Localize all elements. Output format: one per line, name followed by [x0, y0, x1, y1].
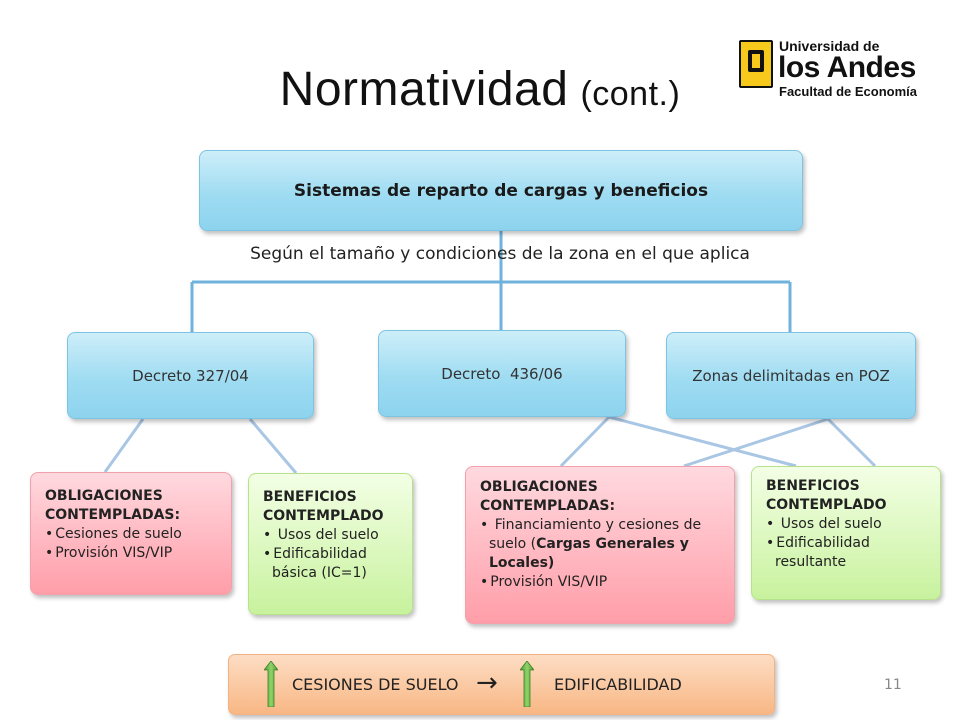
title-suffix: (cont.) [580, 75, 681, 113]
logo-line-2: los Andes [778, 51, 916, 84]
logo-line-1: Universidad de [779, 38, 880, 54]
leaf-item-text: Financiamiento y cesiones de suelo ( [489, 517, 702, 552]
branch-label: Decreto 327/04 [132, 366, 249, 385]
leaf-beneficios-327: BENEFICIOS CONTEMPLADO Usos del suelo Ed… [248, 473, 413, 615]
up-arrow-icon [520, 661, 534, 707]
root-node: Sistemas de reparto de cargas y benefici… [199, 150, 803, 231]
leaf-item: Usos del suelo [766, 515, 930, 534]
leaf-heading: BENEFICIOS CONTEMPLADO [263, 489, 384, 524]
leaf-beneficios-poz: BENEFICIOS CONTEMPLADO Usos del suelo Ed… [751, 466, 941, 600]
summary-left-text: CESIONES DE SUELO [292, 675, 459, 694]
leaf-item: Cesiones de suelo [45, 525, 221, 544]
university-logo: Universidad de los Andes Facultad de Eco… [733, 34, 917, 100]
summary-box: CESIONES DE SUELO → EDIFICABILIDAD [228, 654, 775, 715]
branch-decreto-436: Decreto 436/06 [378, 330, 626, 417]
leaf-list: Financiamiento y cesiones de suelo (Carg… [480, 516, 724, 592]
leaf-item: Provisión VIS/VIP [480, 573, 724, 592]
title-main: Normatividad [279, 63, 569, 116]
branch-label: Decreto 436/06 [441, 364, 563, 383]
slide-title: Normatividad (cont.) [0, 62, 960, 117]
leaf-obligaciones-436: OBLIGACIONES CONTEMPLADAS: Financiamient… [465, 466, 735, 624]
leaf-list: Usos del suelo Edificabilidad resultante [766, 515, 930, 572]
branch-label: Zonas delimitadas en POZ [692, 366, 890, 385]
leaf-heading: OBLIGACIONES CONTEMPLADAS: [45, 488, 181, 523]
university-seal-icon [739, 40, 773, 88]
up-arrow-icon [264, 661, 278, 707]
root-connector [190, 231, 792, 332]
summary-right-text: EDIFICABILIDAD [554, 675, 682, 694]
leaf-connectors [103, 415, 877, 474]
leaf-item: Financiamiento y cesiones de suelo (Carg… [480, 516, 724, 573]
leaf-item: Usos del suelo [263, 526, 402, 545]
branch-zonas-poz: Zonas delimitadas en POZ [666, 332, 916, 419]
leaf-heading: BENEFICIOS CONTEMPLADO [766, 478, 887, 513]
leaf-heading: OBLIGACIONES CONTEMPLADAS: [480, 479, 616, 514]
leaf-list: Usos del suelo Edificabilidad básica (IC… [263, 526, 402, 583]
logo-line-3: Facultad de Economía [779, 84, 917, 99]
leaf-item: Edificabilidad resultante [766, 534, 930, 572]
leaf-item-bold: Cargas Generales y Locales) [489, 536, 689, 571]
leaf-item: Provisión VIS/VIP [45, 544, 221, 563]
root-node-label: Sistemas de reparto de cargas y benefici… [293, 180, 709, 201]
leaf-item: Edificabilidad básica (IC=1) [263, 545, 402, 583]
leaf-list: Cesiones de suelo Provisión VIS/VIP [45, 525, 221, 563]
right-arrow-icon: → [476, 668, 498, 698]
page-number: 11 [884, 677, 902, 693]
branch-decreto-327: Decreto 327/04 [67, 332, 314, 419]
branch-criterion: Según el tamaño y condiciones de la zona… [250, 244, 750, 264]
leaf-obligaciones-327: OBLIGACIONES CONTEMPLADAS: Cesiones de s… [30, 472, 232, 595]
